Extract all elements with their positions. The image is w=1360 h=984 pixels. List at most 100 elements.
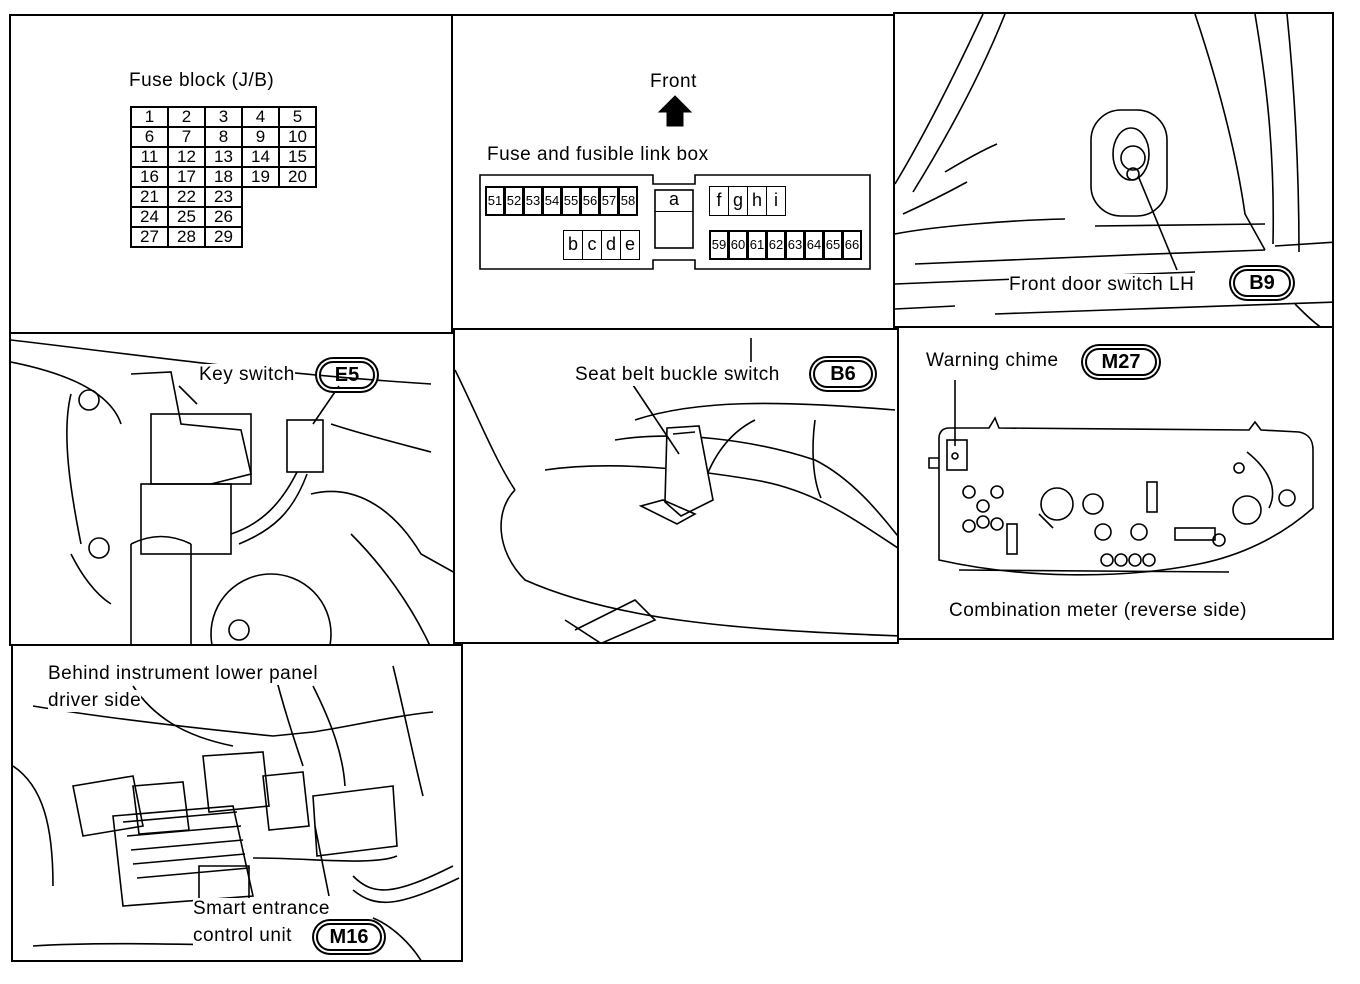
fuse-cell: 13 xyxy=(204,146,243,168)
fuse-empty-cell xyxy=(242,187,279,207)
fuse-cell: 28 xyxy=(167,226,206,248)
connector-b9-badge: B9 xyxy=(1233,269,1291,297)
fuse-cell: 23 xyxy=(204,186,243,208)
fuse-empty-cell xyxy=(242,207,279,227)
door-drawing xyxy=(895,14,1332,326)
front-label: Front xyxy=(650,71,697,92)
fuse-cell: 8 xyxy=(204,126,243,148)
warning-chime-label: Warning chime xyxy=(926,350,1059,371)
fuse-empty-cell xyxy=(279,187,316,207)
panel-warning-chime: Warning chime M27 Combination meter (rev… xyxy=(897,326,1334,640)
fuse-cell: 25 xyxy=(167,206,206,228)
link-letter-cell: c xyxy=(582,230,602,260)
fuse-empty-cell xyxy=(242,227,279,247)
link-letter-cell: d xyxy=(601,230,621,260)
fuse-cell: 12 xyxy=(167,146,206,168)
link-letter-cell: i xyxy=(766,186,786,216)
link-letter-cell: h xyxy=(747,186,767,216)
fusible-link-cell: 59 xyxy=(709,230,729,260)
fuse-cell: 26 xyxy=(204,206,243,228)
fusible-link-cell: 51 xyxy=(485,186,505,216)
fuse-cell: 20 xyxy=(278,166,317,188)
fuse-cell: 1 xyxy=(130,106,169,128)
link-box-outline xyxy=(479,174,871,270)
fuse-cell: 9 xyxy=(241,126,280,148)
link-letter-cell: f xyxy=(709,186,729,216)
panel-front-door-switch: Front door switch LH B9 xyxy=(893,12,1334,328)
fuse-block-title: Fuse block (J/B) xyxy=(129,70,275,91)
panel-smart-entrance: Behind instrument lower panel driver sid… xyxy=(11,644,463,962)
fusible-link-cell: 60 xyxy=(728,230,748,260)
fusible-link-cell: 55 xyxy=(561,186,581,216)
fuse-cell: 19 xyxy=(241,166,280,188)
fusible-link-cell: 53 xyxy=(523,186,543,216)
smart-entrance-location-line1: Behind instrument lower panel xyxy=(48,663,319,685)
fusible-link-cell: 58 xyxy=(618,186,638,216)
seat-belt-label: Seat belt buckle switch xyxy=(575,364,780,386)
fuse-cell: 27 xyxy=(130,226,169,248)
link-a: a xyxy=(655,188,693,212)
instrument-lower-panel-drawing xyxy=(13,665,460,960)
link-letter-cell: g xyxy=(728,186,748,216)
fuse-empty-cell xyxy=(279,207,316,227)
steering-column-drawing xyxy=(11,339,453,644)
fusible-link-cell: 56 xyxy=(580,186,600,216)
fuse-cell: 24 xyxy=(130,206,169,228)
combination-meter-caption: Combination meter (reverse side) xyxy=(949,600,1247,621)
fusible-link-cell: 54 xyxy=(542,186,562,216)
smart-entrance-label-line2: control unit xyxy=(193,925,292,947)
fusible-link-cell: 52 xyxy=(504,186,524,216)
fusible-link-cell: 57 xyxy=(599,186,619,216)
fusible-link-cell: 62 xyxy=(766,230,786,260)
front-arrow-icon xyxy=(657,95,693,127)
fuse-cell: 5 xyxy=(278,106,317,128)
seat-drawing xyxy=(455,338,897,642)
fuse-cell: 15 xyxy=(278,146,317,168)
fuse-cell: 10 xyxy=(278,126,317,148)
fuse-cell: 7 xyxy=(167,126,206,148)
fuse-cell: 18 xyxy=(204,166,243,188)
key-switch-label: Key switch xyxy=(199,364,295,386)
fuse-cell: 2 xyxy=(167,106,206,128)
fuse-cell: 22 xyxy=(167,186,206,208)
combination-meter-drawing xyxy=(928,380,1314,576)
fuse-cell: 17 xyxy=(167,166,206,188)
connector-m27-badge: M27 xyxy=(1085,348,1157,376)
fuse-cell: 29 xyxy=(204,226,243,248)
link-letter-cell: b xyxy=(563,230,583,260)
connector-m16-badge: M16 xyxy=(316,923,382,951)
fuse-link-box-title: Fuse and fusible link box xyxy=(487,144,709,165)
link-letter-cell: e xyxy=(620,230,640,260)
fuse-cell: 14 xyxy=(241,146,280,168)
fuse-cell: 21 xyxy=(130,186,169,208)
front-door-switch-label: Front door switch LH xyxy=(1009,274,1195,296)
smart-entrance-location-line2: driver side xyxy=(48,690,142,712)
panel-key-switch: Key switch E5 xyxy=(9,332,455,646)
panel-seat-belt: Seat belt buckle switch B6 xyxy=(453,328,899,644)
fusible-link-cell: 61 xyxy=(747,230,767,260)
fuse-cell: 16 xyxy=(130,166,169,188)
fuse-cell: 6 xyxy=(130,126,169,148)
fuse-cell: 4 xyxy=(241,106,280,128)
fusible-link-cell: 64 xyxy=(804,230,824,260)
fusible-link-cell: 65 xyxy=(823,230,843,260)
smart-entrance-label-line1: Smart entrance xyxy=(193,898,330,920)
connector-b6-badge: B6 xyxy=(813,360,873,388)
fuse-cell: 11 xyxy=(130,146,169,168)
fusible-link-cell: 63 xyxy=(785,230,805,260)
connector-e5-badge: E5 xyxy=(319,361,375,389)
fuse-empty-cell xyxy=(279,227,316,247)
fusible-link-cell: 66 xyxy=(842,230,862,260)
fuse-cell: 3 xyxy=(204,106,243,128)
